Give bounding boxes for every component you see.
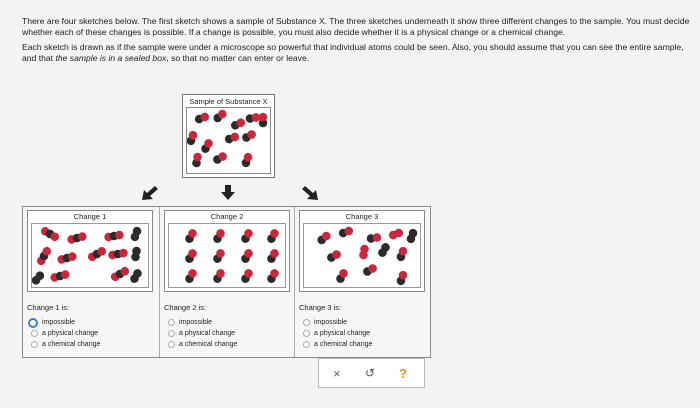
change-3-option-physical[interactable]: a physical change <box>303 328 372 339</box>
instructions: There are four sketches below. The first… <box>22 16 692 68</box>
sample-label: Sample of Substance X <box>189 97 268 106</box>
change-2-option-impossible[interactable]: impossible <box>168 317 237 328</box>
clear-icon[interactable]: × <box>333 366 341 381</box>
changes-panel: Change 1 Change <box>22 206 431 358</box>
instructions-paragraph-1: There are four sketches below. The first… <box>22 16 690 37</box>
change-1-sketch <box>30 223 149 288</box>
sample-panel: Sample of Substance X <box>182 94 275 178</box>
change-2-sketch <box>168 223 286 288</box>
change-2-sketch-box: Change 2 <box>164 210 290 292</box>
change-2-option-physical[interactable]: a physical change <box>168 328 237 339</box>
change-1-options: impossible a physical change a chemical … <box>28 317 100 350</box>
change-2-label: Change 2 <box>210 212 244 221</box>
radio-icon[interactable] <box>168 341 175 348</box>
instructions-paragraph-2: Each sketch is drawn as if the sample we… <box>22 42 684 63</box>
change-1-sketch-box: Change 1 <box>27 210 153 292</box>
change-3-question: Change 3 is: <box>299 303 342 312</box>
change-1-option-chemical[interactable]: a chemical change <box>31 339 100 350</box>
radio-icon[interactable] <box>303 330 310 337</box>
arrow-down-icon <box>221 185 235 200</box>
change-3-options: impossible a physical change a chemical … <box>303 317 372 350</box>
answer-toolbar: × ↺ ? <box>318 358 425 388</box>
change-3-option-impossible[interactable]: impossible <box>303 317 372 328</box>
change-2-column: Change 2 Change 2 is: <box>159 207 294 357</box>
change-2-option-chemical[interactable]: a chemical change <box>168 339 237 350</box>
radio-icon[interactable] <box>303 341 310 348</box>
change-3-sketch-box: Change 3 <box>299 210 425 292</box>
change-3-option-chemical[interactable]: a chemical change <box>303 339 372 350</box>
change-3-column: Change 3 Change 3 is: <box>294 207 429 357</box>
radio-icon[interactable] <box>303 319 310 326</box>
radio-icon[interactable] <box>31 330 38 337</box>
change-1-option-impossible[interactable]: impossible <box>28 317 100 328</box>
change-1-option-physical[interactable]: a physical change <box>31 328 100 339</box>
help-icon[interactable]: ? <box>399 366 407 381</box>
radio-selected-icon[interactable] <box>28 317 38 328</box>
arrow-down-left-icon <box>142 186 158 200</box>
change-1-label: Change 1 <box>73 212 107 221</box>
change-2-question: Change 2 is: <box>164 303 207 312</box>
radio-icon[interactable] <box>168 319 175 326</box>
undo-icon[interactable]: ↺ <box>365 366 376 380</box>
arrow-down-right-icon <box>302 186 318 200</box>
change-3-label: Change 3 <box>345 212 379 221</box>
radio-icon[interactable] <box>168 330 175 337</box>
change-3-sketch <box>303 223 421 288</box>
change-1-question: Change 1 is: <box>27 303 70 312</box>
sample-sketch <box>185 107 271 174</box>
radio-icon[interactable] <box>31 341 38 348</box>
change-2-options: impossible a physical change a chemical … <box>168 317 237 350</box>
change-1-column: Change 1 Change <box>23 207 157 357</box>
